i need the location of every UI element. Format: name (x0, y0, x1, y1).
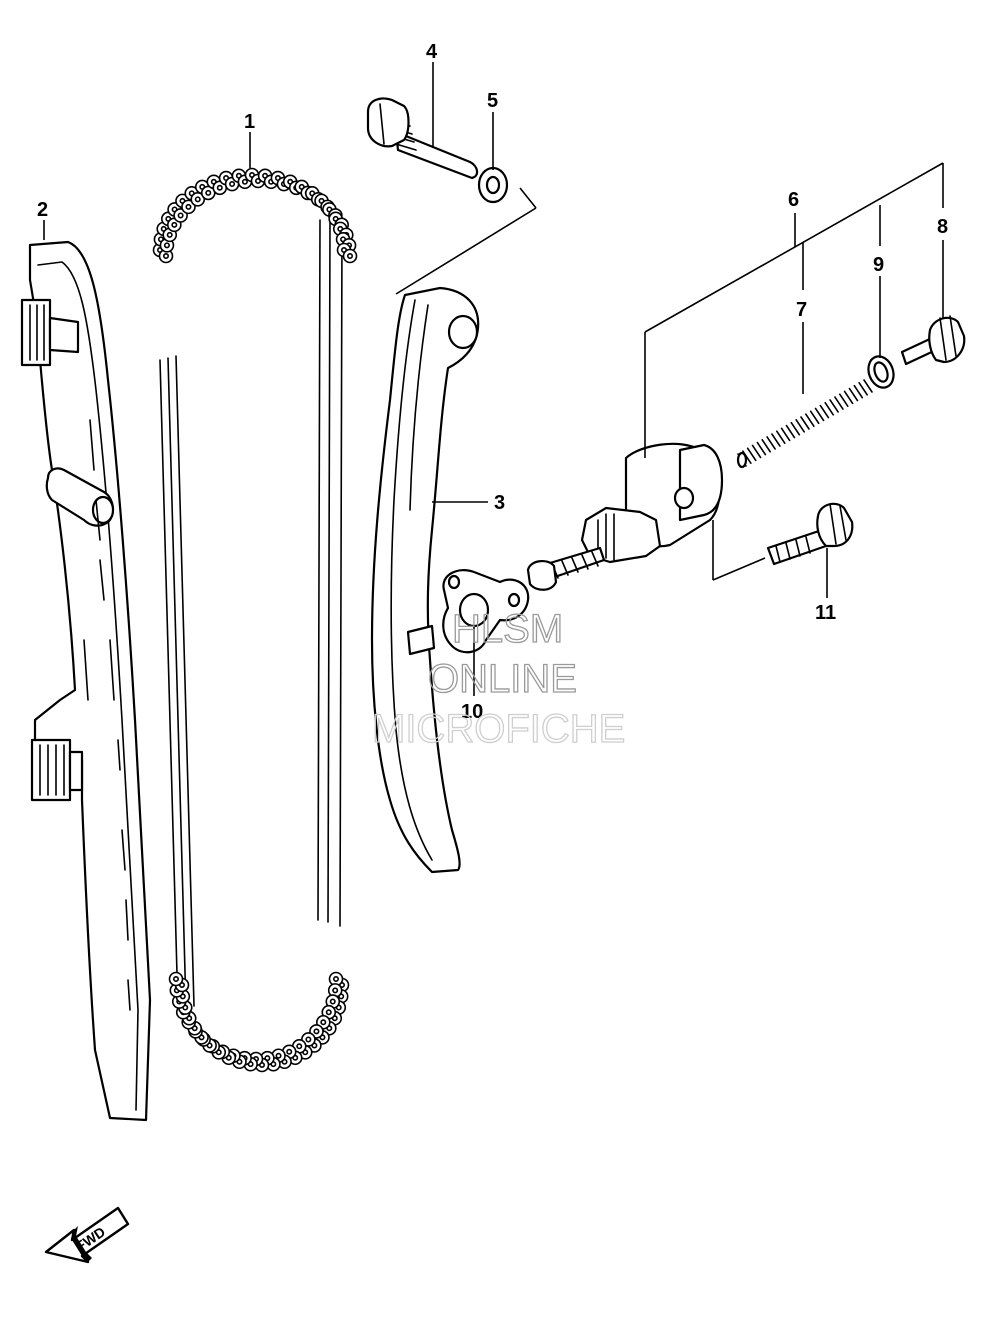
tensioner-gasket (442, 569, 530, 654)
cap-bolt (900, 315, 966, 366)
tensioner-spring (736, 379, 873, 469)
callout-4: 4 (426, 41, 438, 63)
chain-link-pin (216, 184, 223, 191)
chain-link-pin (185, 203, 192, 210)
pivot-bolt (366, 97, 479, 180)
o-ring-gasket (867, 355, 895, 389)
chain-link-pin (194, 196, 201, 203)
tensioner-arm (370, 286, 480, 874)
watermark-line-1: HLSM (452, 607, 563, 651)
chain-link-pin (163, 253, 170, 260)
chain-link-pin (166, 231, 173, 238)
washer (477, 166, 509, 204)
chain-link-pin (346, 253, 353, 260)
forward-arrow: FWD (44, 1206, 130, 1264)
callout-labels: 1 2 3 4 5 6 7 8 9 10 11 (37, 41, 948, 723)
callout-10: 10 (461, 701, 483, 723)
leader-lines (43, 62, 944, 696)
callout-7: 7 (796, 299, 807, 321)
chain-link-pin (163, 242, 170, 249)
chain-link-pin (325, 1009, 332, 1016)
callout-6: 6 (788, 189, 799, 211)
watermark-line-3: MICROFICHE (372, 707, 625, 751)
chain-link-pin (320, 1019, 327, 1026)
chain-link-pin (275, 1052, 282, 1059)
callout-2: 2 (37, 199, 48, 221)
chain-link-pin (296, 1043, 303, 1050)
spring-coils (737, 379, 873, 467)
chain-link-pin (241, 178, 248, 185)
chain-link-pin (229, 181, 236, 188)
cam-chain-guide (20, 240, 152, 1122)
watermark: HLSM ONLINE MICROFICHE (371, 606, 626, 751)
callout-9: 9 (873, 254, 884, 276)
adjuster-bolt (766, 502, 854, 566)
chain-link-pin (177, 212, 184, 219)
callout-8: 8 (937, 216, 948, 238)
callout-5: 5 (487, 90, 498, 112)
tensioner-adjuster (526, 442, 724, 591)
spring-end (736, 451, 748, 469)
cam-chain (152, 167, 358, 1073)
chain-link-pin (205, 189, 212, 196)
chain-link-pin (173, 975, 180, 982)
chain-link-pin (313, 1028, 320, 1035)
chain-link-pin (329, 998, 336, 1005)
chain-link-pin (332, 975, 339, 982)
callout-3: 3 (494, 492, 505, 514)
chain-link-pin (305, 1036, 312, 1043)
chain-link-pin (171, 221, 178, 228)
chain-link-pin (332, 987, 339, 994)
callout-1: 1 (244, 111, 255, 133)
chain-link-pin (286, 1048, 293, 1055)
watermark-line-2: ONLINE (428, 657, 577, 701)
callout-11: 11 (815, 602, 836, 624)
